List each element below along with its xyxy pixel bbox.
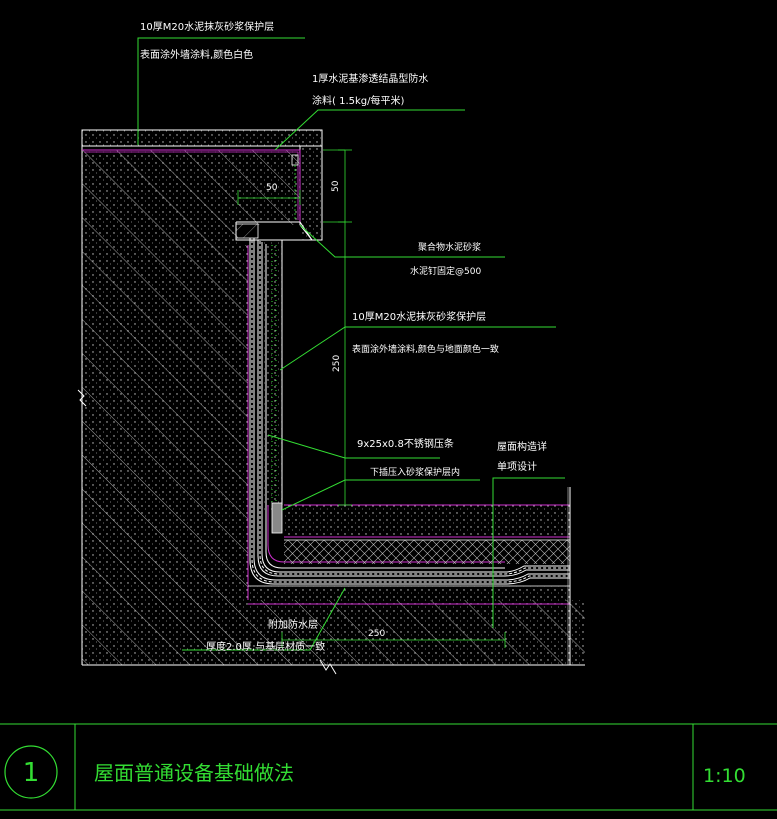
detail-title: 屋面普通设备基础做法 [94,761,294,785]
label-coating-1: 1厚水泥基渗透结晶型防水 [312,72,428,85]
dimension-lines [237,149,506,648]
roof-layers [248,487,571,665]
dim-50-horizontal: 50 [266,183,278,193]
detail-number: 1 [23,758,40,788]
title-block: 1 屋面普通设备基础做法 1:10 [0,723,777,811]
dim-250-vertical: 250 [332,355,342,372]
dim-50-vertical: 50 [331,180,341,192]
detail-scale: 1:10 [703,765,746,787]
wall-layers [247,238,570,600]
label-top-layer-2: 表面涂外墙涂料,颜色白色 [140,48,253,61]
label-roof-1: 屋面构造详 [497,440,547,453]
dim-250-horizontal: 250 [368,629,385,639]
detail-number-circle [4,745,58,799]
label-wall-layer-2: 表面涂外墙涂料,颜色与地面颜色一致 [352,343,499,355]
label-coating-2: 涂料( 1.5kg/每平米) [312,94,404,107]
label-steel-1: 9x25x0.8不锈钢压条 [357,437,454,450]
label-mortar: 聚合物水泥砂浆 [418,241,481,253]
label-extra-2: 厚度2.0厚,与基层材质一致 [206,640,325,653]
label-roof-2: 单项设计 [497,460,537,473]
label-top-layer-1: 10厚M20水泥抹灰砂浆保护层 [140,20,274,33]
label-steel-2: 下插压入砂浆保护层内 [370,466,460,478]
concrete-base [77,130,585,675]
label-extra-1: 附加防水层 [268,618,318,631]
annotations: 10厚M20水泥抹灰砂浆保护层 表面涂外墙涂料,颜色白色 1厚水泥基渗透结晶型防… [140,20,547,653]
label-wall-layer-1: 10厚M20水泥抹灰砂浆保护层 [352,310,486,323]
label-nail: 水泥钉固定@500 [410,265,481,277]
dimension-texts: 50 50 250 250 [266,180,385,639]
